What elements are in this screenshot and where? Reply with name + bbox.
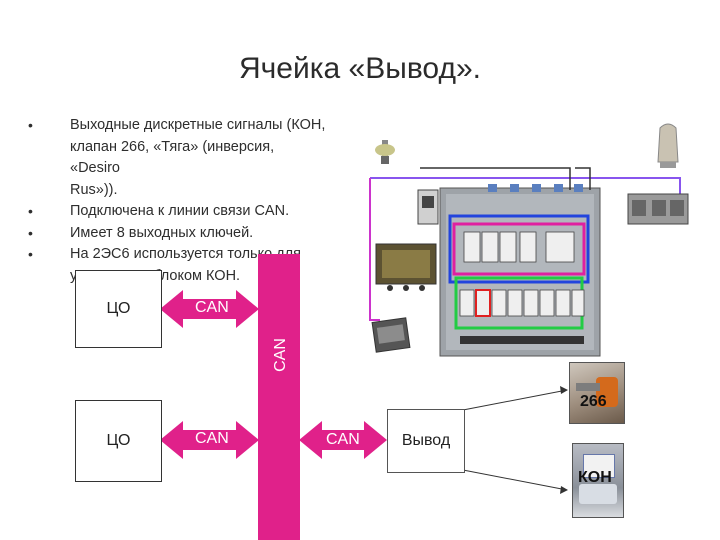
bullet-line: Rus»)). (70, 181, 118, 198)
connector-icon (488, 184, 583, 192)
antenna-icon (375, 140, 395, 164)
arrow-to-kon (462, 469, 568, 491)
wire-dark (420, 167, 591, 190)
arrowhead-266 (560, 386, 568, 394)
arrow-to-266 (462, 389, 568, 411)
valve-body (596, 377, 618, 407)
double-arrow-bottom-left (160, 421, 259, 459)
relay-box-icon (417, 189, 439, 225)
can-bus-bar (258, 254, 300, 540)
double-arrow-bottom-right (299, 421, 387, 459)
bullet-dot: • (28, 203, 33, 219)
module-row-bottom (459, 289, 585, 317)
can-label-bottom-left: CAN (195, 430, 229, 447)
arrowhead-kon (560, 486, 568, 494)
right-module-icon (627, 193, 689, 225)
bullet-dot: • (28, 117, 33, 133)
bottom-rail (460, 336, 584, 344)
can-label-bottom-right: CAN (326, 431, 360, 448)
bullet-dot: • (28, 246, 33, 262)
bullet-list: • Выходные дискретные сигналы (КОН, клап… (28, 115, 328, 287)
kon-device (583, 454, 615, 478)
kon-photo (572, 443, 624, 518)
bullet-item: • Имеет 8 выходных ключей. (28, 223, 328, 245)
plug-icon (371, 317, 411, 353)
bullet-line: Выходные дискретные сигналы (КОН, (70, 117, 326, 133)
bullet-line: На 2ЭС6 используется только для (70, 246, 301, 262)
can-label-top: CAN (195, 299, 229, 316)
bullet-item: • Подключена к линии связи CAN. (28, 201, 328, 223)
valve-pipe (576, 383, 600, 391)
module-row-top (463, 231, 575, 263)
bullet-line: клапан 266, «Тяга» (инверсия, «Desiro (70, 138, 275, 177)
bullet-item: • Выходные дискретные сигналы (КОН, клап… (28, 115, 328, 201)
co-box-bottom: ЦО (75, 400, 162, 482)
double-arrow-top (160, 290, 259, 328)
photo-kon-label: КОН (578, 469, 612, 486)
output-box: Вывод (387, 409, 465, 473)
kon-cable (579, 484, 617, 504)
cabinet-illustration (369, 123, 689, 357)
wire-purple (370, 177, 681, 200)
wire-purple-2 (369, 178, 380, 321)
co-box-top: ЦО (75, 270, 162, 348)
wire-blue (448, 214, 590, 284)
bullet-line: Подключена к линии связи CAN. (70, 203, 290, 219)
valve-photo (569, 362, 625, 424)
wire-magenta (452, 222, 586, 276)
cabinet-inner (446, 194, 594, 350)
photo-266-label: 266 (580, 393, 607, 410)
bullet-line: Имеет 8 выходных ключей. (70, 224, 254, 241)
controller-module-icon (375, 243, 437, 291)
gps-antenna-icon (657, 123, 679, 168)
bullet-dot: • (28, 224, 33, 241)
page-title: Ячейка «Вывод». (239, 52, 481, 85)
